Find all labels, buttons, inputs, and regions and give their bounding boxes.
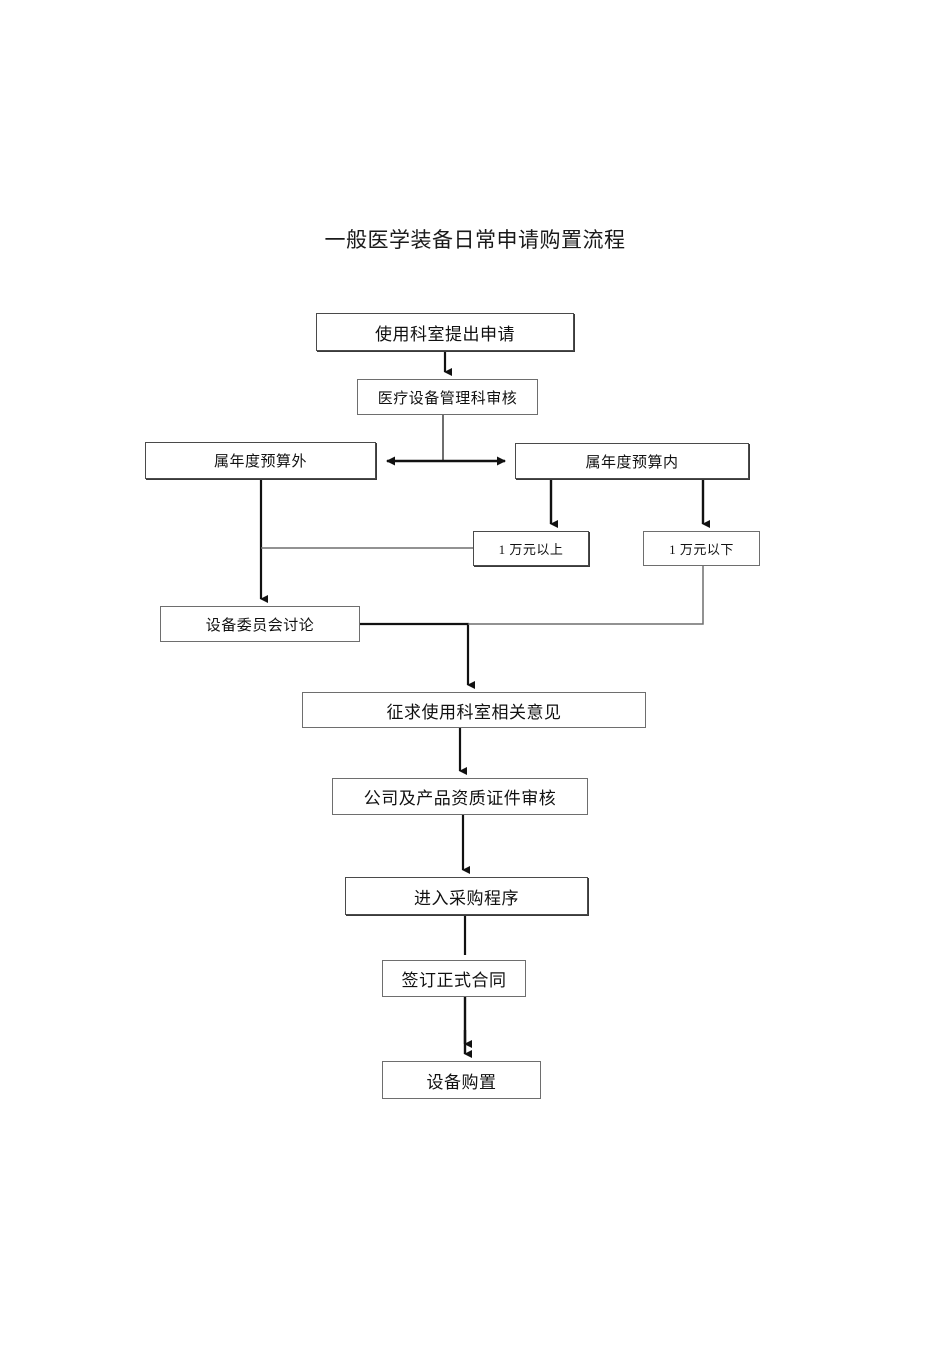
edge-committee-to-opinions (360, 622, 475, 689)
node-company-product-qualification-review[interactable]: 公司及产品资质证件审核 (332, 778, 588, 815)
node-label: 设备委员会讨论 (205, 617, 315, 634)
node-label: 设备购置 (426, 1072, 497, 1092)
node-solicit-department-opinions[interactable]: 征求使用科室相关意见 (302, 692, 646, 728)
node-enter-procurement-process[interactable]: 进入采购程序 (345, 877, 588, 915)
node-label: 使用科室提出申请 (375, 324, 515, 344)
node-sign-formal-contract[interactable]: 签订正式合同 (382, 960, 526, 997)
node-label: 属年度预算外 (213, 454, 307, 470)
node-label: 公司及产品资质证件审核 (363, 789, 557, 808)
node-above-10k-yuan[interactable]: 1 万元以上 (473, 531, 589, 566)
page-title: 一般医学装备日常申请购置流程 (324, 228, 626, 252)
node-equipment-purchase[interactable]: 设备购置 (382, 1061, 541, 1099)
node-equipment-committee-discussion[interactable]: 设备委员会讨论 (160, 606, 360, 642)
node-label: 进入采购程序 (414, 888, 519, 908)
node-label: 1 万元以上 (498, 542, 564, 557)
node-within-annual-budget[interactable]: 属年度预算内 (515, 443, 749, 479)
edge-below10k-to-opinions (468, 566, 704, 625)
node-label: 属年度预算内 (585, 454, 679, 471)
node-use-department-application[interactable]: 使用科室提出申请 (316, 313, 574, 351)
node-outside-annual-budget[interactable]: 属年度预算外 (145, 442, 376, 479)
node-label: 签订正式合同 (401, 971, 507, 990)
node-label: 医疗设备管理科审核 (377, 390, 518, 407)
node-below-10k-yuan[interactable]: 1 万元以下 (643, 531, 760, 566)
edge-review-split (386, 415, 506, 466)
node-label: 1 万元以下 (669, 542, 734, 557)
node-medical-equipment-dept-review[interactable]: 医疗设备管理科审核 (357, 379, 538, 415)
node-label: 征求使用科室相关意见 (386, 702, 562, 722)
